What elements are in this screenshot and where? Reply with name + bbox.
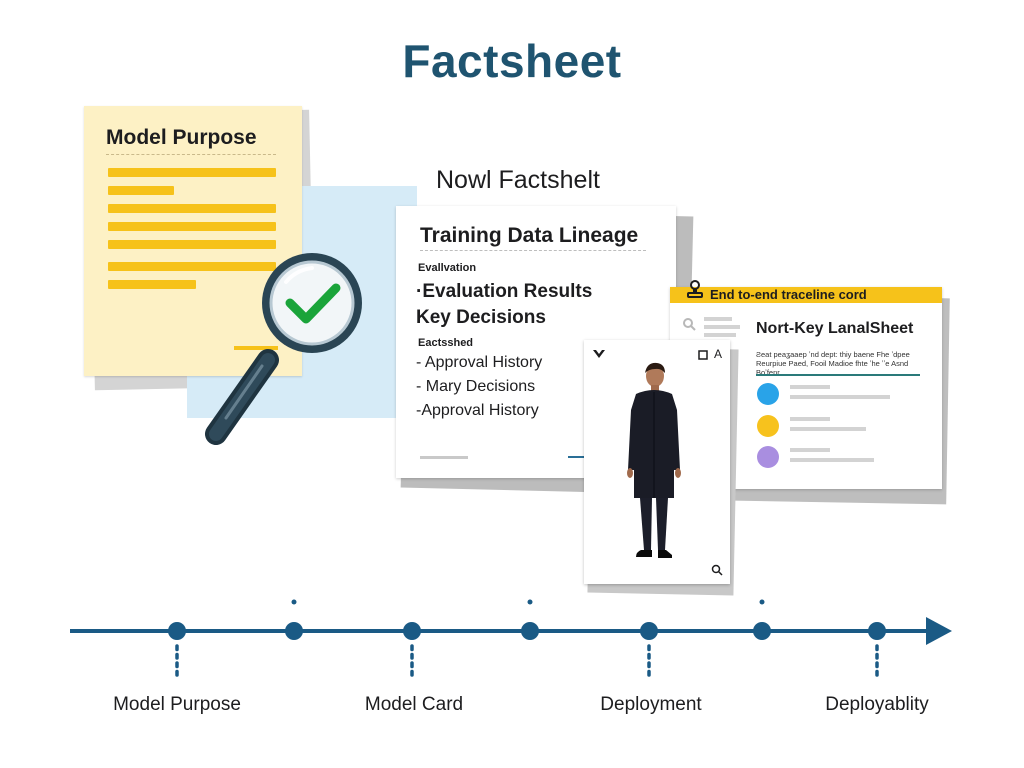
corner-letter: A (714, 347, 723, 361)
section-label: Evallvation (418, 262, 477, 274)
search-icon (683, 318, 696, 331)
text-line-placeholder (704, 333, 736, 337)
purple-dot (757, 446, 779, 468)
magnifier-check-icon (205, 253, 362, 445)
card-divider (106, 154, 276, 155)
yellow-dot (757, 415, 779, 437)
card-header-label: End to-end traceline cord (710, 287, 867, 302)
timeline (70, 599, 952, 682)
timeline-label-deployment: Deployment (600, 694, 702, 715)
timeline-label-model-purpose: Model Purpose (113, 694, 241, 715)
list-item: - Mary Decisions (416, 378, 536, 395)
timeline-label-deployability: Deployablity (825, 694, 929, 715)
text-line-placeholder (108, 280, 196, 289)
training-data-lineage-title: Training Data Lineage (420, 224, 639, 247)
timeline-node-5 (640, 622, 658, 682)
section-label: Eactsshed (418, 337, 474, 349)
text-line-placeholder (108, 240, 276, 249)
timeline-node-2 (285, 599, 303, 640)
text-line-placeholder (568, 456, 598, 458)
timeline-arrow-head (926, 617, 952, 645)
search-icon (711, 564, 723, 576)
text-line-placeholder (234, 346, 278, 350)
text-line-placeholder (420, 456, 468, 459)
key-sheet-title: Nort-Key LanalSheet (756, 320, 914, 337)
model-purpose-card: Model Purpose (84, 106, 302, 376)
key-sheet-description: Ƨeat peaʓaaep ʼnd dept: thiy baene Fhe ʼ… (756, 350, 910, 377)
model-purpose-card-title: Model Purpose (106, 126, 257, 149)
timeline-node-1 (168, 622, 186, 682)
card-header-bar (670, 287, 942, 303)
person-card: A (584, 340, 730, 584)
section-heading: Key Decisions (416, 307, 546, 328)
text-line-placeholder (790, 395, 890, 399)
stamp-icon (687, 280, 703, 298)
blue-dot (757, 383, 779, 405)
text-line-placeholder (790, 417, 830, 421)
timeline-node-7 (868, 622, 886, 682)
text-line-placeholder (108, 222, 276, 231)
text-line-placeholder (790, 458, 874, 462)
text-line-placeholder (108, 168, 276, 177)
text-line-placeholder (108, 204, 276, 213)
person-figure-illustration (627, 362, 681, 558)
text-line-placeholder (108, 186, 174, 195)
list-item: -Approval History (416, 402, 539, 419)
text-line-placeholder (704, 317, 732, 321)
timeline-node-4 (521, 599, 539, 640)
card-divider (756, 374, 920, 376)
timeline-label-model-card: Model Card (364, 694, 464, 715)
text-line-placeholder (790, 385, 830, 389)
text-line-placeholder (790, 448, 830, 452)
list-item: - Approval History (416, 354, 543, 371)
text-line-placeholder (108, 262, 276, 271)
card-divider (420, 250, 646, 251)
chevron-down-icon (593, 350, 605, 358)
square-icon (698, 350, 708, 360)
text-line-placeholder (790, 427, 866, 431)
timeline-node-6 (753, 599, 771, 640)
text-line-placeholder (704, 325, 740, 329)
timeline-node-3 (403, 622, 421, 682)
factsheet-subtitle: Nowl Factshelt (436, 166, 600, 194)
section-heading: ·Evaluation Results (416, 281, 593, 302)
page-title: Factsheet (402, 35, 622, 87)
